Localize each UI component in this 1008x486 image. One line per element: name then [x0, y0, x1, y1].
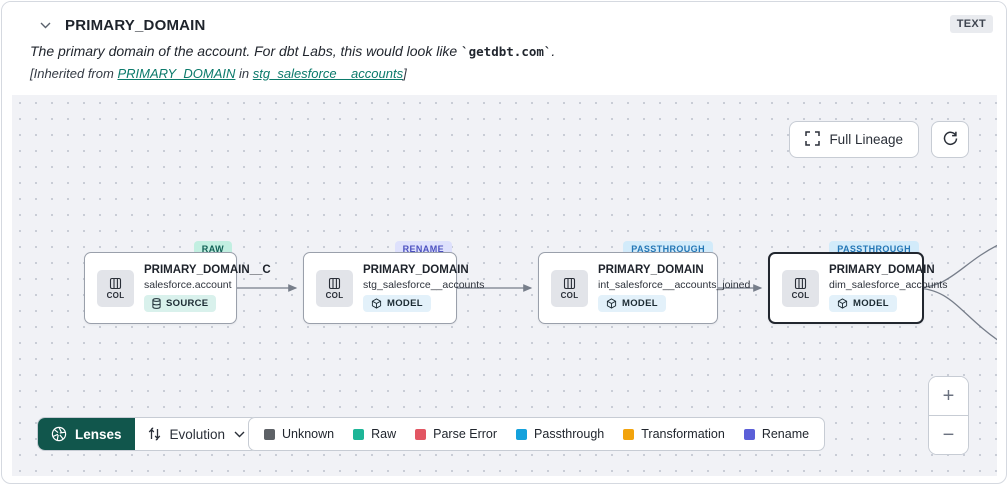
refresh-button[interactable]	[931, 121, 969, 158]
resource-badge-model: MODEL	[363, 295, 431, 312]
column-description: The primary domain of the account. For d…	[30, 43, 556, 59]
lenses-control-group: Lenses Evolution	[37, 417, 260, 451]
node-column-name: PRIMARY_DOMAIN__C	[144, 264, 271, 276]
zoom-divider	[929, 415, 968, 416]
legend-item-passthrough: Passthrough	[516, 427, 604, 441]
model-cube-icon	[837, 298, 848, 309]
legend-item-parse-error: Parse Error	[415, 427, 497, 441]
column-header: PRIMARY_DOMAIN TEXT The primary domain o…	[2, 2, 1006, 95]
columns-icon	[328, 277, 341, 289]
columns-icon	[563, 277, 576, 289]
lineage-node-salesforce-account[interactable]: RAW COL PRIMARY_DOMAIN__C salesforce.acc…	[84, 241, 271, 324]
column-chip: COL	[316, 269, 353, 307]
columns-icon	[794, 277, 807, 289]
legend-swatch	[743, 428, 755, 440]
legend-item-transformation: Transformation	[623, 427, 725, 441]
node-model-name: salesforce.account	[144, 279, 232, 291]
column-title: PRIMARY_DOMAIN	[65, 17, 206, 34]
node-model-name: int_salesforce__accounts_joined	[598, 279, 751, 291]
lens-aperture-icon	[51, 426, 67, 442]
legend-item-rename: Rename	[743, 427, 809, 441]
lineage-node-stg-salesforce-accounts[interactable]: RENAME COL PRIMARY_DOMAIN stg_salesforce…	[303, 241, 484, 324]
legend-swatch	[353, 428, 365, 440]
column-chip: COL	[551, 269, 588, 307]
column-type-badge: TEXT	[949, 15, 993, 33]
legend-swatch	[623, 428, 635, 440]
lens-selector[interactable]: Evolution	[134, 418, 259, 450]
model-cube-icon	[371, 298, 382, 309]
lenses-button[interactable]: Lenses	[38, 418, 135, 450]
inherited-from-note: [Inherited from PRIMARY_DOMAIN in stg_sa…	[30, 66, 407, 81]
lineage-node-dim-salesforce-accounts[interactable]: PASSTHROUGH COL PRIMARY_DOMAIN dim_sales…	[768, 241, 947, 324]
resource-badge-model: MODEL	[598, 295, 666, 312]
refresh-icon	[942, 130, 959, 150]
lineage-edges	[237, 244, 997, 341]
zoom-controls: + −	[928, 376, 969, 455]
node-column-name: PRIMARY_DOMAIN	[598, 264, 704, 276]
column-chip: COL	[782, 269, 819, 307]
inherited-model-link[interactable]: stg_salesforce__accounts	[252, 66, 404, 81]
node-column-name: PRIMARY_DOMAIN	[363, 264, 469, 276]
node-model-name: dim_salesforce_accounts	[829, 279, 948, 291]
chevron-down-icon	[234, 431, 245, 437]
full-lineage-button[interactable]: Full Lineage	[789, 121, 919, 158]
zoom-out-button[interactable]: −	[929, 416, 968, 454]
inherited-column-link[interactable]: PRIMARY_DOMAIN	[117, 66, 236, 81]
lineage-canvas[interactable]: Full Lineage + − RAW COL	[12, 95, 997, 476]
node-column-name: PRIMARY_DOMAIN	[829, 264, 935, 276]
lineage-node-int-salesforce-accounts-joined[interactable]: PASSTHROUGH COL PRIMARY_DOMAIN int_sales…	[538, 241, 750, 324]
zoom-in-button[interactable]: +	[929, 377, 968, 415]
evolution-legend: Unknown Raw Parse Error Passthrough Tran…	[248, 417, 826, 451]
node-model-name: stg_salesforce__accounts	[363, 279, 485, 291]
legend-item-raw: Raw	[353, 427, 396, 441]
columns-icon	[109, 277, 122, 289]
legend-swatch	[264, 428, 275, 440]
model-cube-icon	[606, 298, 617, 309]
database-icon	[152, 298, 161, 309]
expand-icon	[805, 130, 821, 149]
inline-code: `getdbt.com`	[461, 44, 552, 59]
evolution-swap-icon	[148, 427, 160, 441]
resource-badge-source: SOURCE	[144, 295, 217, 312]
legend-swatch	[516, 428, 528, 440]
column-chip: COL	[97, 269, 134, 307]
lens-selected-value: Evolution	[169, 426, 226, 442]
resource-badge-model: MODEL	[829, 295, 897, 312]
full-lineage-label: Full Lineage	[829, 132, 903, 147]
legend-item-unknown: Unknown	[264, 427, 334, 441]
lenses-label: Lenses	[75, 426, 122, 442]
collapse-chevron-icon[interactable]	[40, 22, 51, 29]
legend-swatch	[415, 428, 427, 440]
